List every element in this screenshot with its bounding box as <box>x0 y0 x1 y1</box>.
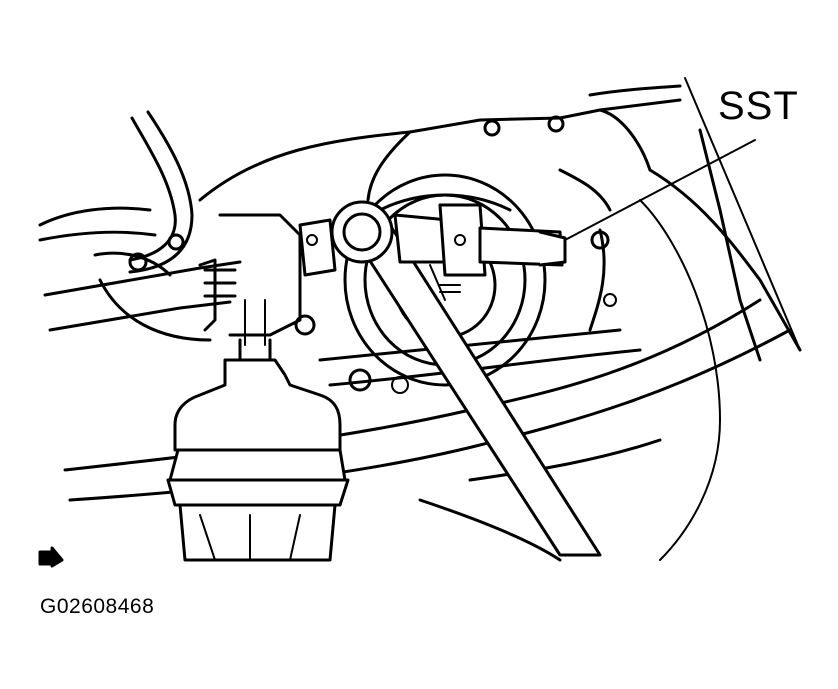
transmission-jack <box>166 299 350 562</box>
hose-outline <box>38 110 194 274</box>
corner-mark-icon <box>38 546 64 568</box>
sst-tool <box>298 200 602 557</box>
sst-callout-label: SST <box>718 84 799 128</box>
figure-id: G02608468 <box>40 595 155 618</box>
sst-leader-line <box>564 139 756 241</box>
bracket-arm <box>43 213 316 342</box>
engine-block-outline <box>198 77 802 561</box>
